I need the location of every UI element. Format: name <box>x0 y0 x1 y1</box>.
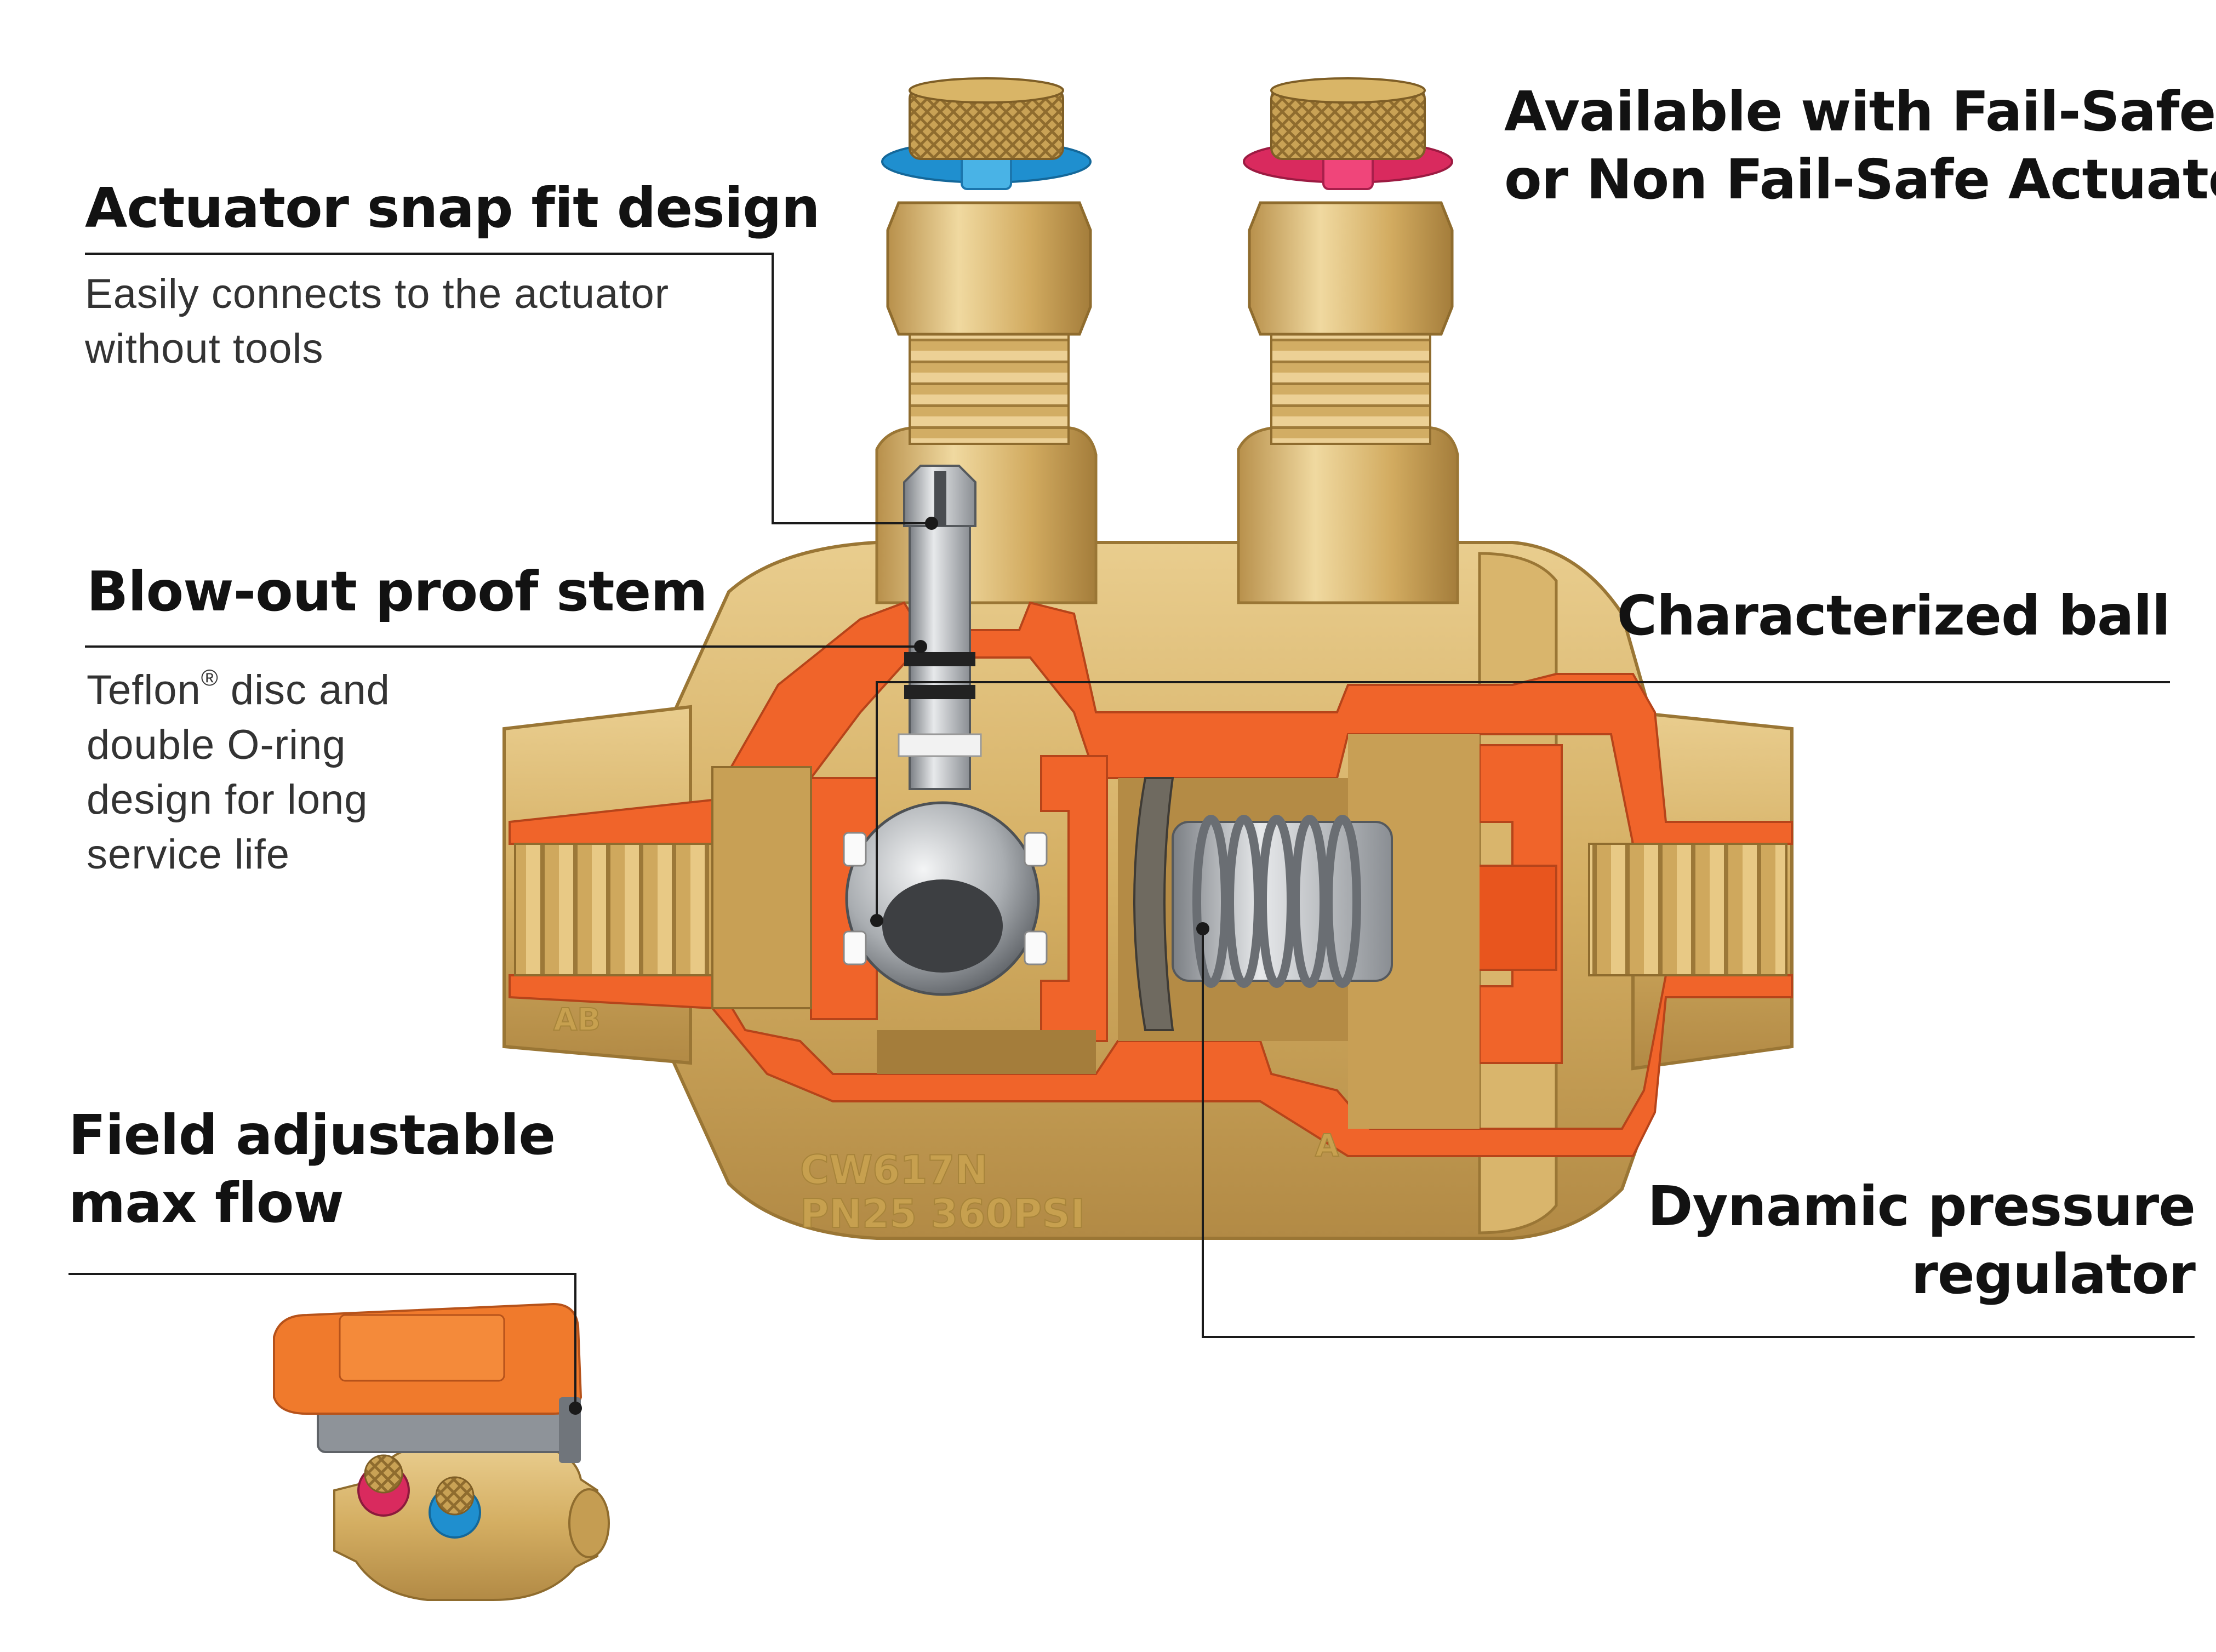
actuator-snap-fit-title: Actuator snap fit design <box>85 176 820 240</box>
marking-port-ab: AB <box>553 1002 601 1038</box>
valve-stem <box>898 465 982 790</box>
teflon-disc <box>898 733 982 757</box>
actuator-assembly-thumbnail <box>273 1302 610 1601</box>
callout-actuator-snap-fit-desc: Easily connects to the actuator without … <box>85 267 669 376</box>
callout-characterized-ball-title: Characterized ball <box>1617 582 2171 650</box>
regulator-spring <box>1192 815 1361 988</box>
left-port-hexnut <box>886 201 1092 336</box>
right-outlet-threads <box>1588 843 1787 976</box>
seat-ring-bottom-left <box>843 930 867 965</box>
right-port-thread <box>1270 317 1431 445</box>
callout-blow-out-stem-desc: Teflon® disc and double O-ring design fo… <box>87 663 390 882</box>
actuator-snap-fit-desc-line2: without tools <box>85 325 324 372</box>
marking-rating: PN25 360PSI <box>800 1191 1085 1237</box>
marking-port-a: A <box>1315 1128 1339 1164</box>
dot-actuator-snap-fit <box>925 517 938 530</box>
seat-ring-top-left <box>843 832 867 867</box>
callout-fail-safe-title: Available with Fail-Safe or Non Fail-Saf… <box>1504 78 2216 214</box>
dot-field-adjustable <box>569 1402 582 1415</box>
characterized-ball-title: Characterized ball <box>1617 584 2171 648</box>
diaphragm <box>1133 777 1174 1031</box>
registered-mark: ® <box>201 665 219 690</box>
field-adjustable-title-line2: max flow <box>68 1171 344 1235</box>
seat-ring-top-right <box>1024 832 1048 867</box>
blow-out-stem-desc-line3: design for long <box>87 776 368 823</box>
leader-characterized-ball <box>876 681 2170 921</box>
stem-o-ring-1 <box>904 652 975 666</box>
stem-slot <box>934 471 946 526</box>
leader-field-adjustable <box>68 1273 576 1408</box>
ball-bore <box>882 879 1003 973</box>
dynamic-pressure-title-line1: Dynamic pressure <box>1647 1174 2196 1238</box>
leader-actuator-snap-fit <box>85 253 932 524</box>
dynamic-pressure-title-line2: regulator <box>1911 1242 2196 1306</box>
seat-ring-bottom-right <box>1024 930 1048 965</box>
mini-blue-cap <box>435 1476 475 1516</box>
callout-blow-out-stem-title: Blow-out proof stem <box>87 558 708 626</box>
leader-dynamic-pressure <box>1202 929 2195 1338</box>
dot-blow-out-stem <box>914 640 927 653</box>
teflon-word: Teflon <box>87 667 201 713</box>
left-inlet-threads <box>514 843 713 976</box>
callout-actuator-snap-fit-title: Actuator snap fit design <box>85 174 820 242</box>
left-port-thread <box>909 317 1070 445</box>
right-cap-top <box>1270 77 1426 104</box>
mini-red-cap <box>364 1454 403 1494</box>
cutaway-mid-web <box>1040 755 1108 1042</box>
lower-channel <box>877 1030 1096 1074</box>
marking-material: CW617N <box>800 1147 988 1193</box>
left-cap-top <box>909 77 1064 104</box>
right-port-boss <box>1237 426 1459 604</box>
actuator-snap-fit-desc-line1: Easily connects to the actuator <box>85 271 670 317</box>
fail-safe-title-line1: Available with Fail-Safe <box>1504 79 2216 144</box>
blow-out-stem-desc-line4: service life <box>87 831 290 878</box>
leader-dots <box>569 517 1209 1415</box>
dot-characterized-ball <box>870 914 883 927</box>
dot-dynamic-pressure <box>1196 922 1209 935</box>
field-adjustable-title-line1: Field adjustable <box>68 1103 556 1167</box>
pressure-regulator-part <box>1133 777 1393 1031</box>
characterized-ball-part <box>843 801 1048 996</box>
left-internal-fitting <box>711 766 812 1009</box>
stem-o-ring-2 <box>904 685 975 699</box>
blow-out-stem-desc-line1-rest: disc and <box>218 667 390 713</box>
blow-out-stem-title: Blow-out proof stem <box>87 559 708 624</box>
leader-lines <box>68 253 2195 1408</box>
mini-valve-outlet <box>568 1488 610 1558</box>
callout-field-adjustable-title: Field adjustable max flow <box>68 1101 556 1237</box>
fail-safe-title-line2: or Non Fail-Safe Actuator <box>1504 147 2216 211</box>
callout-dynamic-pressure-title: Dynamic pressure regulator <box>1647 1173 2196 1308</box>
blow-out-stem-desc-line2: double O-ring <box>87 722 346 768</box>
blow-out-stem-desc-line1: Teflon® disc and <box>87 663 390 718</box>
mini-actuator-cover <box>339 1314 505 1382</box>
right-port-hexnut <box>1248 201 1454 336</box>
